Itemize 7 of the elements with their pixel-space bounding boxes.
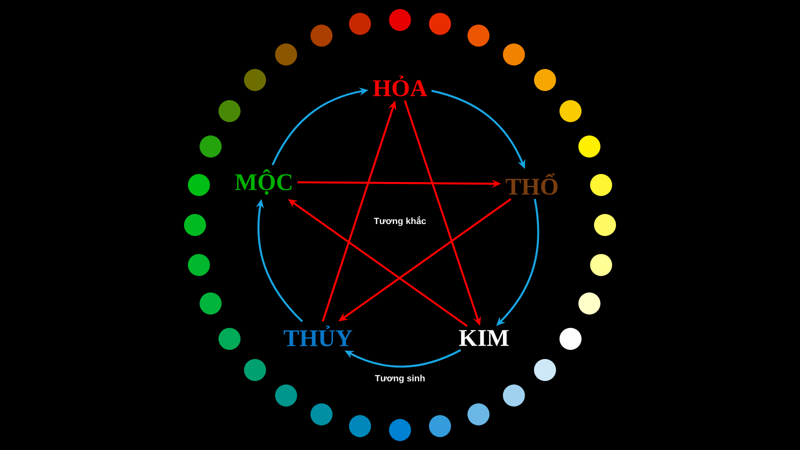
element-label: THỦY [284, 326, 352, 346]
element-label: MỘC [235, 169, 292, 195]
caption-text: Tương khắc [374, 216, 426, 226]
caption-text: Tương sinh [374, 374, 425, 384]
element-label: THỔ [506, 173, 558, 195]
element-label: KIM [459, 330, 509, 346]
element-label: HỎA [373, 76, 428, 96]
